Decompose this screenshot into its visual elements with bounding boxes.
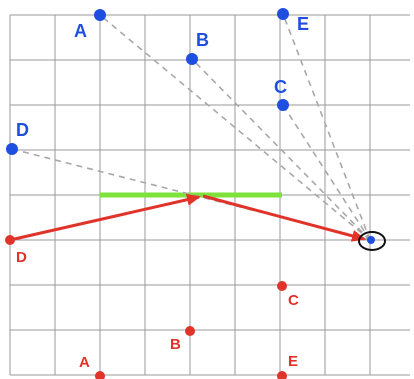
red-point-d	[5, 235, 15, 245]
blue-point-a	[94, 9, 106, 21]
blue-label-a: A	[74, 21, 87, 41]
blue-label-d: D	[16, 120, 29, 140]
sight-line-b	[191, 58, 371, 241]
red-point-e	[277, 371, 287, 379]
reflected-ray-arrow	[202, 194, 366, 242]
blue-label-c: C	[274, 77, 287, 97]
sight-line-c	[282, 104, 371, 241]
target-point	[367, 236, 375, 244]
sight-line-e	[282, 13, 371, 241]
red-label-b: B	[170, 336, 181, 353]
red-points	[5, 235, 287, 379]
red-label-d: D	[16, 249, 27, 266]
reflected-ray	[9, 193, 366, 242]
blue-points	[6, 8, 289, 155]
red-point-c	[277, 281, 287, 291]
blue-point-b	[186, 53, 198, 65]
blue-label-e: E	[297, 14, 309, 34]
red-label-a: A	[79, 354, 90, 371]
red-point-a	[95, 371, 105, 379]
blue-point-c	[277, 99, 289, 111]
blue-labels: A B C D E	[16, 14, 309, 140]
sight-lines	[11, 13, 371, 241]
incident-ray-arrow	[9, 193, 201, 242]
red-point-b	[185, 326, 195, 336]
blue-point-d	[6, 143, 18, 155]
red-labels: A B C D E	[16, 249, 299, 371]
blue-point-e	[277, 8, 289, 20]
target-ring	[358, 231, 386, 251]
red-label-e: E	[288, 353, 298, 370]
red-label-c: C	[288, 292, 299, 309]
sight-line-a	[99, 14, 371, 241]
blue-label-b: B	[196, 30, 209, 50]
